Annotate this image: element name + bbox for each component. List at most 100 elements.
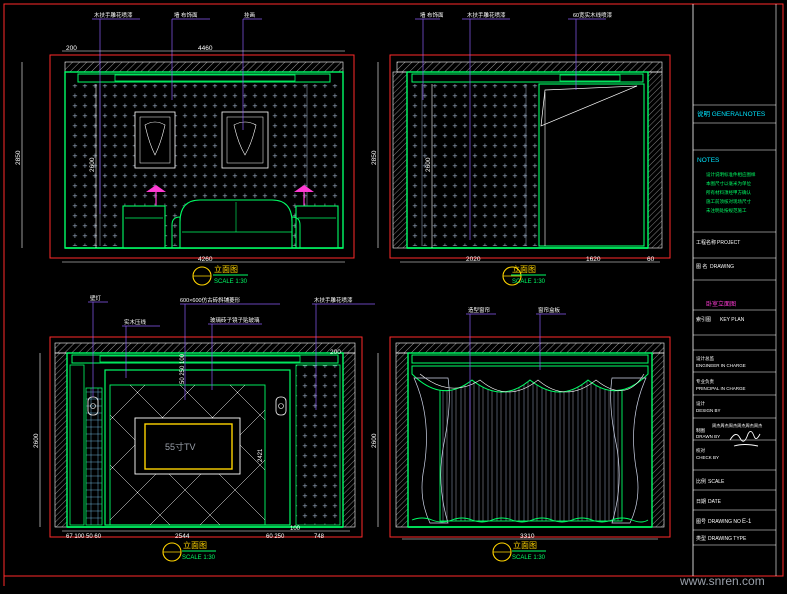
- elevation-b-frame: [389, 54, 671, 259]
- dim-b-left-1: 2850: [371, 150, 378, 165]
- tb-principal-label: 专业负责: [696, 378, 714, 385]
- tb-dwgno-label: 图号: [696, 519, 706, 525]
- callout-c-2: 实木压线: [124, 318, 147, 326]
- callout-b-2: 木扶手雕花喷漆: [467, 11, 506, 19]
- elevation-d: 造型窗帘 窗帘盒板 2600 3310 立面图 SCALE 1:30: [371, 306, 671, 562]
- callout-b-1: 墙 布饰面: [420, 11, 444, 19]
- callout-b-3: 60宽实木线喷漆: [573, 11, 613, 19]
- signature: [729, 431, 761, 447]
- callout-a-3: 挂画: [244, 11, 255, 19]
- dim-c-bottom-2: 2544: [175, 533, 190, 540]
- callout-d-2: 窗帘盒板: [538, 306, 561, 314]
- tb-date-label: 日期: [696, 499, 706, 505]
- tb-notes-label: NOTES: [697, 157, 720, 164]
- tb-designer-value: DESIGN BY: [696, 408, 721, 413]
- dim-c-bottom-1: 67 100 50 60: [66, 534, 102, 540]
- elevation-b-scale: SCALE 1:30: [512, 279, 546, 285]
- tv-screen: [144, 423, 233, 470]
- tb-check-label: 校对: [696, 447, 705, 454]
- tb-scale-value: SCALE: [708, 479, 725, 485]
- elevation-a-frame: [49, 54, 355, 259]
- callout-c-4: 玻璃砖子镜子贴玻璃: [210, 316, 260, 324]
- dim-a-bottom-1: 4260: [198, 256, 213, 263]
- table-lamp-left: [146, 185, 166, 206]
- tb-project-value: PROJECT: [717, 240, 740, 246]
- table-lamp-right: [294, 185, 314, 206]
- dim-a-left-2: 2600: [89, 157, 96, 172]
- tb-engineer-value: ENGINEER IN CHARGE: [696, 363, 746, 368]
- elevation-c-title: 立面图: [183, 540, 207, 550]
- elevation-c: 55寸TV 壁灯 实木压线 600×600仿古砖斜铺菱形 玻璃砖子镜子贴玻璃 木…: [33, 294, 375, 562]
- tb-dwgno: E-1: [742, 519, 752, 525]
- tb-drawing-value: DRAWING: [710, 264, 734, 270]
- tb-note-5: 未注明处按规范施工: [706, 207, 747, 214]
- door-opening: [538, 83, 645, 247]
- elevation-d-title: 立面图: [513, 540, 537, 550]
- dim-a-left-1: 2850: [15, 150, 22, 165]
- tb-check-value: CHECK BY: [696, 455, 719, 460]
- tb-designer-name: 周杰周杰周杰周杰周杰周杰: [712, 422, 762, 429]
- callout-d-1: 造型窗帘: [468, 306, 491, 314]
- tb-drawing-label: 图 名: [696, 263, 707, 270]
- elevation-c-frame: [49, 336, 363, 538]
- tb-keyplan-label: 索引图: [696, 316, 711, 323]
- tb-note-3: 所有材料须经甲方确认: [706, 189, 751, 196]
- tb-drawn-label: 制图: [696, 427, 705, 434]
- dim-b-bottom-3: 60: [647, 256, 655, 263]
- tb-date-value: DATE: [708, 499, 722, 505]
- elevation-d-scale: SCALE 1:30: [512, 555, 546, 561]
- dim-b-left-2: 2600: [425, 157, 432, 172]
- tb-scale-label: 比例: [696, 478, 706, 485]
- watermark: www.snren.com: [679, 574, 765, 588]
- tb-note-2: 本图尺寸以毫米为单位: [706, 180, 751, 187]
- title-block: 说明 GENERALNOTES NOTES 设计说明标准件相应图样 本图尺寸以毫…: [692, 4, 777, 576]
- tb-project-label: 工程名称: [696, 239, 716, 246]
- tb-keyplan-value: KEY PLAN: [720, 317, 745, 323]
- elevation-d-frame: [389, 336, 671, 538]
- curtain: [411, 365, 649, 524]
- callout-c-1: 壁灯: [90, 294, 102, 302]
- dim-c-mid-1: 50 250 100: [180, 353, 186, 384]
- dim-c-left-1: 2600: [33, 433, 40, 448]
- tb-type-label: 类型: [696, 535, 706, 542]
- dim-c-top-1: 200: [330, 349, 341, 356]
- tb-drawing-name: 卧室立面图: [706, 300, 736, 308]
- dim-c-bottom-4: 100: [290, 526, 301, 532]
- dim-b-bottom-1: 2020: [466, 256, 481, 263]
- dim-c-mid-2: 2421: [258, 448, 264, 462]
- dim-a-top-2: 4460: [198, 45, 213, 52]
- dim-d-left-1: 2600: [371, 433, 378, 448]
- callout-c-3: 600×600仿古砖斜铺菱形: [180, 296, 241, 304]
- dim-a-top-1: 200: [66, 45, 77, 52]
- dim-c-bottom-5: 748: [314, 534, 325, 540]
- elevation-b: 墙 布饰面 木扶手雕花喷漆 60宽实木线喷漆 2850 2600 2020 16…: [371, 11, 671, 286]
- callout-a-1: 木扶手雕花喷漆: [94, 11, 133, 19]
- tb-type-value: DRAWING TYPE: [708, 536, 747, 542]
- tb-note-4: 施工前须核对现场尺寸: [706, 198, 751, 205]
- tb-designer-label: 设计: [696, 400, 705, 407]
- elevation-b-title: 立面图: [512, 264, 536, 274]
- painting-left: [134, 111, 176, 169]
- tb-engineer-label: 设计总监: [696, 355, 714, 362]
- tb-note-1: 设计说明标准件相应图样: [706, 171, 756, 178]
- dim-d-bottom-1: 3310: [520, 533, 535, 540]
- tb-notes-header: 说明 GENERALNOTES: [697, 109, 766, 118]
- dim-c-bottom-3: 60 250: [266, 534, 285, 540]
- callout-c-5: 木扶手雕花喷漆: [314, 296, 353, 304]
- elevation-a: 木扶手雕花喷漆 墙 布饰面 挂画 200 4460 2850 2600 4260…: [15, 11, 355, 286]
- tb-principal-value: PRINCIPAL IN CHARGE: [696, 386, 746, 391]
- tb-dwgno-value: DRAWING NO: [708, 519, 741, 525]
- nightstand-left: [122, 205, 166, 249]
- tb-drawn-value: DRAWN BY: [696, 434, 720, 439]
- elevation-a-scale: SCALE 1:30: [214, 279, 248, 285]
- wall-sconce-right: [275, 396, 287, 416]
- dim-b-bottom-2: 1620: [586, 256, 601, 263]
- elevation-a-title: 立面图: [214, 264, 238, 274]
- nightstand-right: [295, 205, 339, 249]
- elevation-c-scale: SCALE 1:30: [182, 555, 216, 561]
- sofa: [171, 199, 301, 249]
- tv-label: 55寸TV: [165, 441, 196, 452]
- painting-right: [221, 111, 269, 169]
- callout-a-2: 墙 布饰面: [174, 11, 198, 19]
